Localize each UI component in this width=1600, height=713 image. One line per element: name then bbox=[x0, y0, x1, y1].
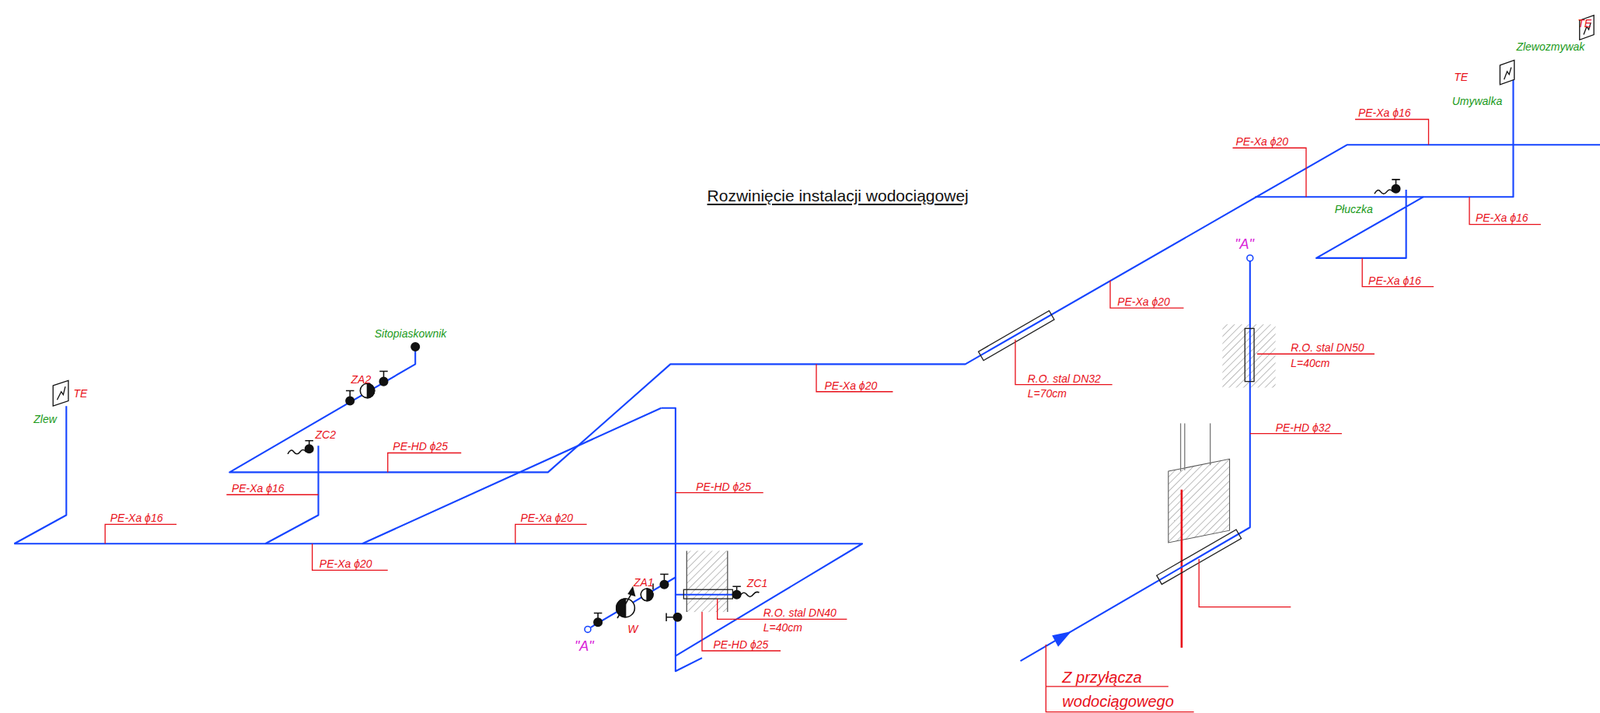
pipe-label: PE-Xa ϕ20 bbox=[520, 512, 573, 524]
pipe-label: Sitopiaskownik bbox=[374, 328, 448, 339]
pipe-label: PE-Xa ϕ16 bbox=[1475, 212, 1529, 224]
pipe-label: R.O. stal DN32 bbox=[1027, 373, 1101, 385]
pipe-label: PE-HD ϕ25 bbox=[695, 481, 752, 493]
pipe-label: ZC1 bbox=[747, 577, 768, 589]
walls bbox=[686, 324, 1276, 648]
pipe-label: "A" bbox=[574, 639, 594, 654]
pipe-label: Zlew bbox=[33, 413, 57, 425]
tap-symbols bbox=[52, 15, 1594, 406]
pipe-label: PE-HD ϕ25 bbox=[712, 639, 769, 650]
pipe-label: TE bbox=[1453, 71, 1468, 83]
pipe-label: L=40cm bbox=[1290, 357, 1330, 369]
pipe-label: PE-Xa ϕ20 bbox=[824, 380, 878, 392]
drawing-title: Rozwinięcie instalacji wodociągowej bbox=[707, 185, 969, 204]
pipe-label: PE-Xa ϕ20 bbox=[1117, 296, 1171, 308]
pipe-label: TE bbox=[1577, 17, 1592, 29]
pipe-label: Zlewozmywak bbox=[1516, 41, 1585, 53]
inflow-arrow bbox=[1051, 631, 1072, 647]
pipe-label: W bbox=[627, 623, 638, 635]
connection-mark bbox=[584, 625, 591, 633]
pipe-label: R.O. stal DN50 bbox=[1290, 342, 1364, 353]
pipe-label: Z przyłącza bbox=[1062, 669, 1142, 685]
pipe-label: ZA1 bbox=[633, 576, 654, 588]
pipe-label: PE-HD ϕ32 bbox=[1275, 422, 1332, 434]
pipe-label: PE-HD ϕ25 bbox=[392, 440, 448, 452]
connection-mark bbox=[1247, 255, 1254, 262]
sleeves bbox=[683, 310, 1255, 599]
pipe-label: PE-Xa ϕ16 bbox=[1358, 107, 1412, 119]
pipe-label: PE-Xa ϕ20 bbox=[1235, 136, 1289, 147]
pipe-label: "A" bbox=[1234, 237, 1255, 252]
pipe-label: ZA2 bbox=[351, 373, 372, 385]
pipe-label: PE-Xa ϕ16 bbox=[110, 512, 164, 524]
pipe-label: PE-Xa ϕ16 bbox=[1368, 275, 1422, 287]
pipe-label: PE-Xa ϕ20 bbox=[319, 558, 373, 570]
pipe-label: TE bbox=[73, 387, 88, 399]
pipes bbox=[13, 62, 1600, 671]
pipe-label: ZC2 bbox=[315, 429, 336, 441]
fittings bbox=[287, 179, 1401, 627]
leader-lines bbox=[104, 118, 1541, 712]
pipe-label: Płuczka bbox=[1334, 203, 1373, 215]
pipe-label: Umywalka bbox=[1452, 95, 1503, 107]
pipe-label: R.O. stal DN40 bbox=[763, 607, 837, 619]
pipe-label: L=70cm bbox=[1027, 387, 1067, 399]
pipe-label: wodociągowego bbox=[1062, 693, 1174, 710]
pipe-label: L=40cm bbox=[763, 621, 803, 633]
pipe-label: PE-Xa ϕ16 bbox=[231, 482, 285, 494]
